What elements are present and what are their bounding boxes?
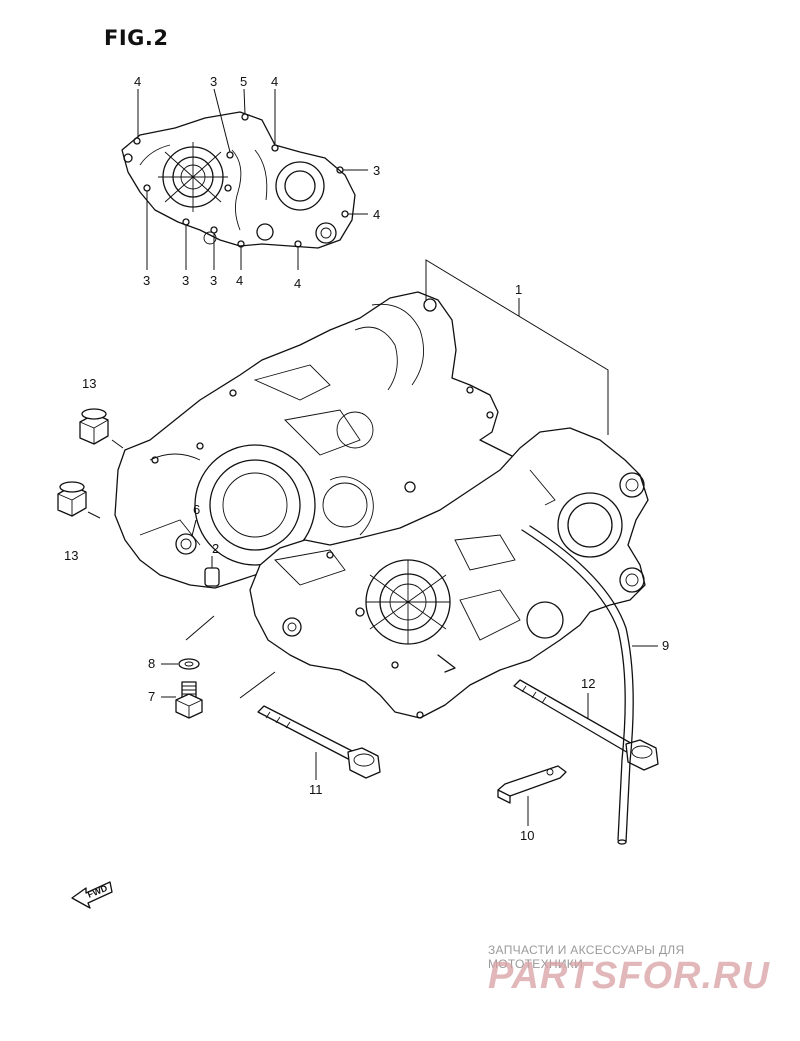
callout-9: 9	[662, 638, 669, 653]
callout-numbers: 4 3 5 4 3 4 3 3 3 4 4 1 13 13 6 2 8 7 9 …	[64, 74, 669, 843]
callout-3: 3	[210, 74, 217, 89]
bolt-7	[175, 681, 203, 719]
callout-3: 3	[210, 273, 217, 288]
long-bolt-12	[513, 679, 659, 771]
callout-4: 4	[294, 276, 301, 291]
callout-3: 3	[143, 273, 150, 288]
breather-hose-9	[521, 525, 634, 845]
hose-clamp-10	[497, 765, 567, 804]
fwd-arrow: FWD	[71, 881, 113, 909]
watermark-tagline: ЗАПЧАСТИ И АКСЕССУАРЫ ДЛЯ МОТОТЕХНИКИ	[488, 943, 685, 971]
flange-nut-lower	[57, 481, 87, 517]
leader-lines-small	[137, 88, 368, 270]
washer-8	[178, 658, 200, 670]
watermark-logo: PARTSFOR.RU	[488, 955, 770, 997]
callout-13: 13	[82, 376, 96, 391]
callout-4: 4	[236, 273, 243, 288]
callout-5: 5	[240, 74, 247, 89]
callout-8: 8	[148, 656, 155, 671]
crankcase-half-small	[121, 111, 356, 249]
fwd-label: FWD	[86, 883, 109, 900]
callout-13: 13	[64, 548, 78, 563]
callout-7: 7	[148, 689, 155, 704]
callout-4: 4	[373, 207, 380, 222]
callout-1: 1	[515, 282, 522, 297]
figure-title: FIG.2	[104, 26, 169, 50]
long-bolt-11	[257, 705, 381, 779]
flange-nut-upper	[79, 408, 109, 445]
leader-lines-large	[87, 259, 658, 826]
callout-4: 4	[134, 74, 141, 89]
callout-2: 2	[212, 541, 219, 556]
crankcase-assembly	[114, 291, 649, 719]
callout-3: 3	[182, 273, 189, 288]
callout-10: 10	[520, 828, 534, 843]
callout-3: 3	[373, 163, 380, 178]
callout-4: 4	[271, 74, 278, 89]
callout-6: 6	[193, 502, 200, 517]
callout-12: 12	[581, 676, 595, 691]
callout-11: 11	[309, 782, 323, 797]
